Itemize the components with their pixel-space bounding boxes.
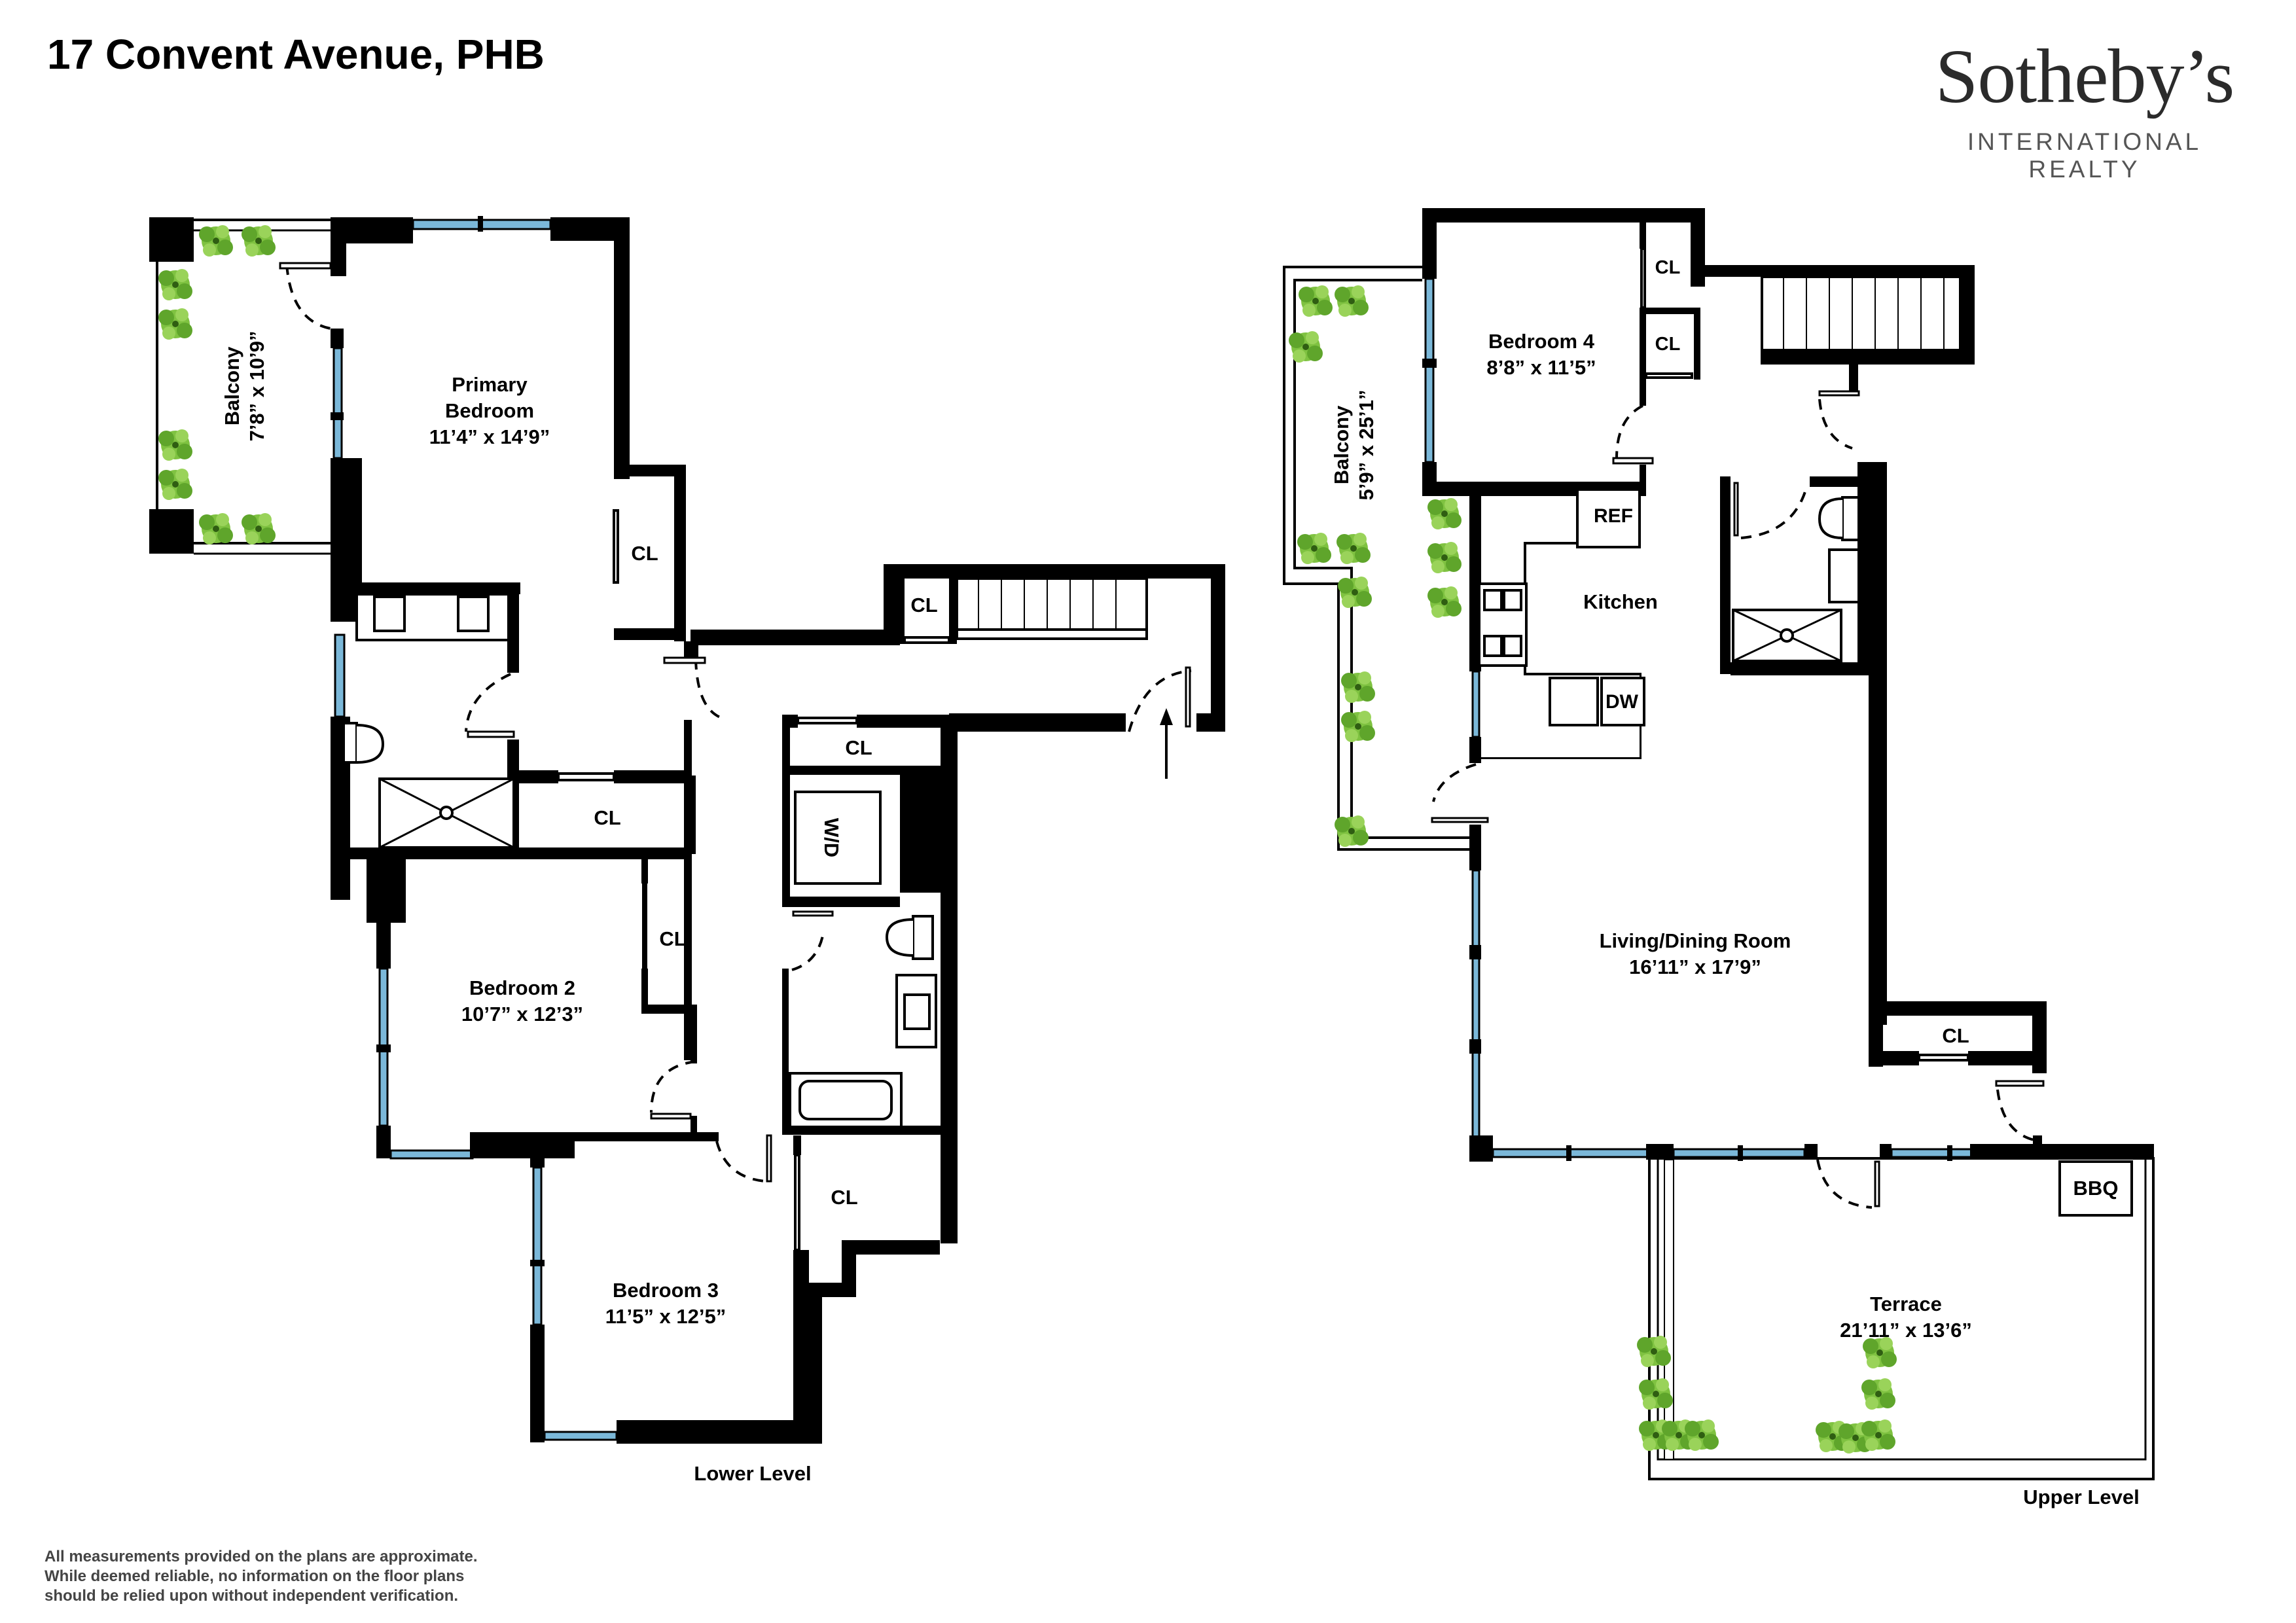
plant-icon: [1639, 1378, 1673, 1410]
bedroom4-name: Bedroom 4: [1488, 330, 1595, 353]
terrace-name: Terrace: [1870, 1293, 1942, 1315]
plant-icon: [1861, 1419, 1895, 1451]
terrace: [1637, 1157, 2155, 1480]
balcony-upper: [1283, 266, 1475, 851]
plant-icon: [158, 308, 192, 340]
logo-tagline: INTERNATIONAL REALTY: [1967, 128, 2202, 183]
closet-label: CL: [659, 927, 686, 950]
plant-icon: [1338, 577, 1372, 608]
closet-label: CL: [594, 806, 620, 829]
disclaimer-line: All measurements provided on the plans a…: [45, 1548, 478, 1565]
plant-icon: [242, 225, 276, 257]
plant-icon: [1335, 815, 1369, 847]
washer-dryer-label: W/D: [820, 818, 843, 857]
closet-label: CL: [1655, 334, 1681, 355]
plant-icon: [1427, 542, 1462, 573]
disclaimer-line: should be relied upon without independen…: [45, 1587, 459, 1605]
plant-icon: [199, 225, 233, 257]
refrigerator-label: REF: [1594, 505, 1633, 527]
closet-label: CL: [845, 736, 872, 759]
upper-level-plan: [1283, 208, 2155, 1480]
plant-icon: [1289, 331, 1323, 363]
kitchen-name: Kitchen: [1583, 590, 1658, 613]
bedroom2-name: Bedroom 2: [469, 976, 575, 999]
listing-title: 17 Convent Avenue, PHB: [47, 31, 545, 78]
plant-icon: [242, 513, 276, 544]
closet-label: CL: [1942, 1024, 1969, 1047]
dishwasher-label: DW: [1605, 691, 1639, 713]
bedroom2-size: 10’7” x 12’3”: [461, 1003, 583, 1026]
barbecue-label: BBQ: [2073, 1177, 2119, 1200]
sothebys-logo: Sotheby’s INTERNATIONAL REALTY: [1914, 38, 2255, 183]
plant-icon: [1637, 1336, 1671, 1367]
plant-icon: [1336, 533, 1371, 564]
balcony-lower-size: 7’8” x 10’9”: [245, 331, 268, 442]
plant-icon: [1861, 1378, 1895, 1410]
lower-level-label: Lower Level: [694, 1462, 811, 1485]
terrace-size: 21’11” x 13’6”: [1840, 1319, 1972, 1342]
closet-label: CL: [910, 594, 937, 616]
disclaimer-line: While deemed reliable, no information on…: [45, 1567, 465, 1585]
closet-label: CL: [1655, 257, 1681, 278]
closet-label: CL: [831, 1186, 857, 1209]
plant-icon: [1863, 1337, 1897, 1368]
plant-icon: [1427, 586, 1462, 618]
living-dining-name: Living/Dining Room: [1600, 929, 1791, 952]
plant-icon: [1297, 533, 1331, 564]
plant-icon: [1335, 285, 1369, 317]
primary-bedroom-name-1: Primary: [452, 373, 528, 396]
lower-level-plan: [149, 216, 1225, 1444]
entry-arrowhead-icon: [1160, 708, 1173, 725]
plant-icon: [1341, 671, 1375, 703]
balcony-upper-size: 5’9” x 25’1”: [1355, 390, 1378, 501]
living-dining-size: 16’11” x 17’9”: [1629, 955, 1761, 978]
logo-wordmark: Sotheby’s: [1935, 33, 2235, 119]
balcony-lower: [149, 217, 331, 555]
plant-icon: [1427, 498, 1462, 529]
primary-bedroom-name-2: Bedroom: [445, 399, 534, 422]
plant-icon: [199, 513, 233, 544]
plant-icon: [1341, 711, 1375, 742]
closet-label: CL: [631, 542, 658, 565]
plant-icon: [158, 469, 192, 500]
plant-icon: [1685, 1419, 1719, 1451]
plant-icon: [1299, 285, 1333, 317]
balcony-upper-name: Balcony: [1330, 405, 1353, 484]
bedroom3-size: 11’5” x 12’5”: [605, 1305, 726, 1328]
balcony-lower-name: Balcony: [221, 346, 243, 425]
primary-bedroom-size: 11’4” x 14’9”: [429, 425, 550, 448]
plant-icon: [158, 269, 192, 300]
bedroom4-size: 8’8” x 11’5”: [1486, 356, 1596, 379]
bedroom3-name: Bedroom 3: [613, 1279, 719, 1302]
disclaimer: All measurements provided on the plans a…: [45, 1547, 478, 1606]
upper-level-label: Upper Level: [2023, 1486, 2139, 1508]
plant-icon: [158, 429, 192, 461]
